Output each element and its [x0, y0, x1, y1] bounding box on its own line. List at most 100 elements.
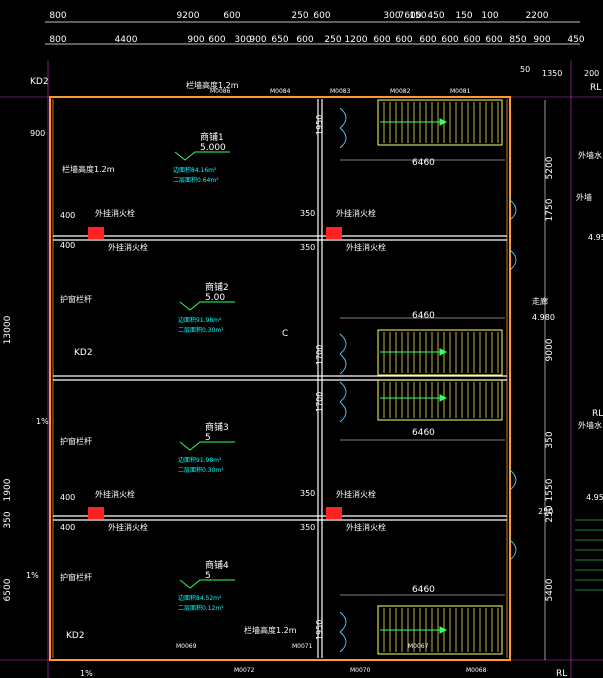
top-dim-label: 600: [313, 11, 330, 21]
kd2-label-mid: KD2: [74, 348, 93, 358]
dim-1700-b: 1700: [315, 392, 324, 412]
dim-350-2: 350: [300, 243, 315, 252]
stair-middle-b: [377, 379, 503, 421]
dim-400-2: 400: [60, 241, 75, 250]
top-dim-label: 900: [533, 35, 550, 45]
local-dimension-labels: 400 400 400 400 350 350 350 350 900 50 1…: [30, 65, 599, 532]
top-dim-label: 600: [485, 35, 502, 45]
right-level-label-3: 4.95: [586, 493, 603, 502]
door-tag: M0086: [210, 88, 231, 95]
top-dim-label: 300: [234, 35, 251, 45]
top-dim-label: 9200: [177, 11, 200, 21]
door-tag: M0071: [292, 643, 313, 650]
dim-400-3: 400: [60, 493, 75, 502]
top-dim-label: 2200: [526, 11, 549, 21]
c-label: C: [282, 329, 288, 339]
top-dim-label: 650: [271, 35, 288, 45]
kd2-label-bottom: KD2: [66, 631, 85, 641]
guard-rail-label-1: 护窗栏杆: [60, 294, 92, 304]
top-dim-label: 600: [296, 35, 313, 45]
hydrant-3: [88, 507, 104, 519]
hydrant-label-5: 外挂消火栓: [95, 489, 135, 499]
room-level: 5.00: [205, 293, 225, 303]
door-tag: M0067: [408, 643, 429, 650]
room-name: 商铺2: [205, 281, 229, 293]
left-dim-label: 350: [3, 511, 13, 528]
kd2-label-top: KD2: [30, 77, 49, 87]
room-name: 商铺3: [205, 421, 229, 433]
top-dim-label: 600: [223, 11, 240, 21]
right-dim-label: 250: [545, 505, 555, 522]
room-level: 5.000: [200, 143, 226, 153]
top-dimension-lines: [45, 21, 580, 45]
door-tag: M0084: [270, 88, 291, 95]
hydrant-label-4: 外挂消火栓: [346, 242, 386, 252]
top-dim-label: 100: [481, 11, 498, 21]
door-tag: M0081: [450, 88, 471, 95]
stair-arrows: [380, 118, 448, 634]
rl-label-bottom: RL: [556, 669, 567, 678]
right-edge-note-1: 外墙水: [578, 150, 602, 160]
top-dim-label: 850: [509, 35, 526, 45]
right-room-label-2: 外墙: [576, 192, 592, 202]
top-dim-label: 600: [395, 35, 412, 45]
fire-hydrants: [88, 227, 342, 519]
dim-1950-top: 1950: [315, 115, 324, 135]
room-area1: 边面积91.98m²: [178, 316, 222, 324]
level-marker: [174, 151, 230, 161]
right-level-label-2: 4.95: [588, 233, 603, 242]
hydrant-labels: 外挂消火栓 外挂消火栓 外挂消火栓 外挂消火栓 外挂消火栓 外挂消火栓 外挂消火…: [95, 208, 386, 532]
top-dim-label: 450: [567, 35, 584, 45]
hydrant-1: [88, 227, 104, 239]
right-room-label: 走廊: [532, 296, 548, 306]
right-dim-label: 9000: [545, 338, 555, 361]
top-dim-label: 600: [208, 35, 225, 45]
rl-label-top: RL: [590, 83, 601, 93]
dim-400-1: 400: [60, 211, 75, 220]
right-level-label: 4.980: [532, 313, 555, 322]
top-dim-label: 450: [427, 11, 444, 21]
window-note-bottom: 栏墙高度1.2m: [244, 625, 297, 635]
hydrant-4: [326, 507, 342, 519]
level-marker: [179, 579, 235, 589]
building-walls: [49, 96, 511, 661]
top-dim-label: 900: [249, 35, 266, 45]
room-level: 5: [205, 571, 211, 581]
door-tag: M0072: [234, 667, 255, 674]
room-area1: 边面积91.98m²: [178, 456, 222, 464]
dim-250: 250: [538, 507, 553, 516]
room-area2: 二层面积0.30m²: [178, 326, 224, 334]
rl-label-mid: RL: [592, 409, 603, 419]
top-dim-label: 150: [455, 11, 472, 21]
left-dim-label: 1900: [3, 478, 13, 501]
top-dim-label: 1200: [345, 35, 368, 45]
dim-1950-bottom: 1950: [315, 620, 324, 640]
top-dim-label: 600: [419, 35, 436, 45]
stair-width-dims: [340, 159, 505, 596]
room-level: 5: [205, 433, 211, 443]
right-dim-label: 1550: [545, 478, 555, 501]
dim-350-4: 350: [300, 523, 315, 532]
level-marker: [179, 441, 235, 451]
hydrant-2: [326, 227, 342, 239]
percent-note-3: 1%: [80, 669, 93, 678]
room-area2: 二层面积0.64m²: [173, 176, 219, 184]
top-dim-label: 600: [463, 35, 480, 45]
top-dim-label: 150: [409, 11, 426, 21]
door-tag: M0082: [390, 88, 411, 95]
room-name: 商铺4: [205, 559, 229, 571]
top-dim-label: 250: [291, 11, 308, 21]
left-dim-label: 6500: [3, 578, 13, 601]
level-marker: [179, 301, 235, 311]
top-dim-label: 4400: [115, 35, 138, 45]
dim-400-4: 400: [60, 523, 75, 532]
room-name: 商铺1: [200, 131, 224, 143]
stair-width-label-3: 6460: [412, 428, 435, 438]
right-dim-label: 350: [545, 431, 555, 448]
